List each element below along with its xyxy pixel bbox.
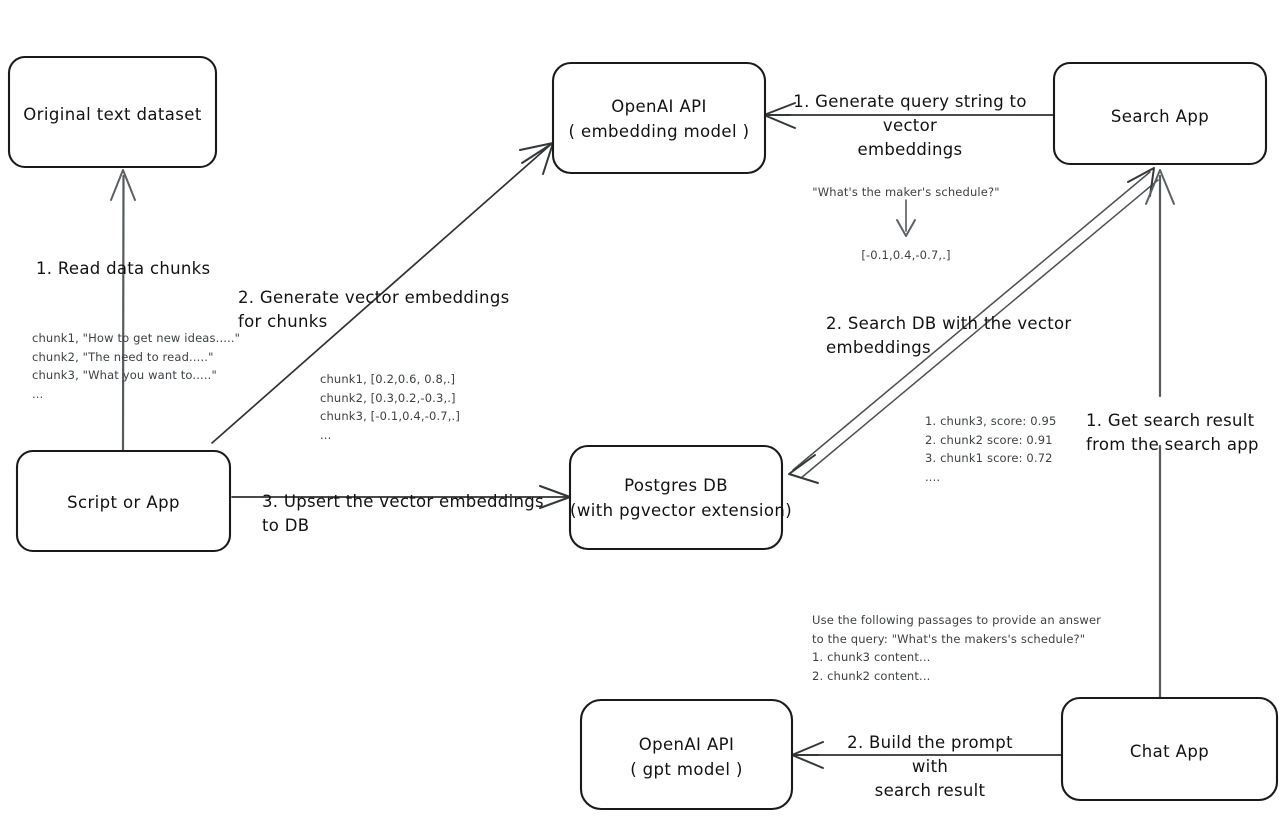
node-openai-embedding-api[interactable] [551,61,767,175]
edge-get-search-result [1145,169,1175,702]
edge-label-search-db: 2. Search DB with the vector embeddings [826,314,1072,357]
edge-label-generate-vector-embeddings: 2. Generate vector embeddings for chunks [238,288,510,331]
node-openai-gpt-api[interactable] [579,698,794,811]
note-prompt-sample: Use the following passages to provide an… [812,613,1102,683]
edge-label-upsert-to-db: 3. Upsert the vector embeddings to DB [262,492,544,535]
node-search-app[interactable] [1052,61,1268,166]
edge-label-generate-query-embeddings: 1. Generate query string to vector embed… [793,92,1027,159]
note-query-vector: [-0.1,0.4,-0.7,.] [861,248,951,262]
node-original-text-dataset[interactable] [7,55,218,169]
edge-label-read-data-chunks: 1. Read data chunks [36,259,211,278]
note-chunk-vectors: chunk1, [0.2,0.6, 0.8,.] chunk2, [0.3,0.… [320,372,460,442]
node-script-or-app[interactable] [15,449,232,553]
edge-search-db [788,167,1159,484]
node-chat-app[interactable] [1060,696,1279,802]
edge-label-build-prompt: 2. Build the prompt with search result [847,733,1013,800]
edge-query-to-vector [896,199,916,237]
note-search-results: 1. chunk3, score: 0.95 2. chunk2 score: … [925,414,1057,484]
note-chunks-sample: chunk1, "How to get new ideas....." chun… [32,331,241,401]
edge-read-data-chunks [110,169,136,452]
note-query-text: "What's the maker's schedule?" [812,185,1000,199]
edge-label-get-search-result: 1. Get search result from the search app [1086,411,1259,454]
node-postgres-db[interactable] [568,444,784,551]
